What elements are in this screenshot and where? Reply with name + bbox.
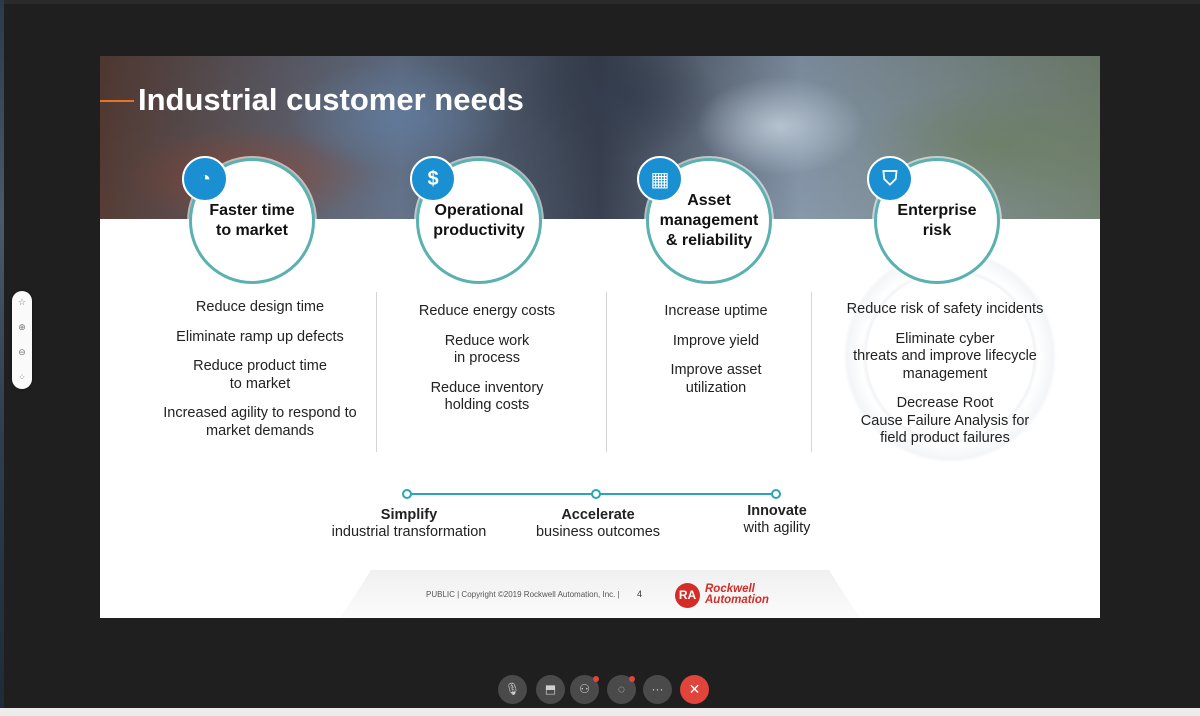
mute-icon[interactable]: 🎙 xyxy=(498,675,527,704)
end-call-icon[interactable]: ✕ xyxy=(680,675,709,704)
notification-dot xyxy=(593,676,599,682)
rockwell-logo-icon: RA xyxy=(675,583,700,608)
window-bottom-bar xyxy=(0,708,1200,716)
need-label: Asset management & reliability xyxy=(659,192,759,249)
needs-column-3: Increase uptime Improve yield Improve as… xyxy=(626,303,806,409)
list-item: Decrease Root Cause Failure Analysis for… xyxy=(860,395,1030,446)
share-screen-icon[interactable]: ⬒ xyxy=(536,675,565,704)
column-divider xyxy=(606,292,607,452)
need-label: Faster time to market xyxy=(209,202,295,239)
desktop-edge xyxy=(0,0,4,716)
timeline-dot xyxy=(591,489,601,499)
timeline-subtext: industrial transformation xyxy=(331,524,487,540)
footer-copyright: PUBLIC | Copyright ©2019 Rockwell Automa… xyxy=(426,590,620,599)
page-number: 4 xyxy=(637,589,643,599)
timeline-bold: Simplify xyxy=(380,507,438,523)
shield-icon: ⛉ xyxy=(867,156,913,202)
timeline-dot xyxy=(402,489,412,499)
machine-icon: ▦ xyxy=(637,156,683,202)
notification-dot xyxy=(629,676,635,682)
list-item: Improve asset utilization xyxy=(670,362,762,396)
timeline-bold: Innovate xyxy=(747,503,807,519)
list-item: Reduce work in process xyxy=(444,332,530,367)
need-label: Enterprise risk xyxy=(897,202,977,239)
list-item: Reduce product time to market xyxy=(193,358,327,392)
dollar-icon: $ xyxy=(410,156,456,202)
needs-column-4: Reduce risk of safety incidents Eliminat… xyxy=(830,301,1060,460)
need-circle-faster-time: Faster time to market xyxy=(189,158,315,284)
title-accent-line xyxy=(100,100,134,102)
presentation-slide: Industrial customer needs Faster time to… xyxy=(100,56,1100,618)
speed-gauge-icon: ◔ xyxy=(182,156,228,202)
footer-band xyxy=(340,570,860,618)
list-item: Reduce risk of safety incidents xyxy=(846,301,1044,317)
list-item: Eliminate cyber threats and improve life… xyxy=(853,330,1037,382)
list-item: Reduce energy costs xyxy=(418,303,556,319)
column-divider xyxy=(811,292,812,452)
timeline-dot xyxy=(771,489,781,499)
zoom-in-icon[interactable]: ⊕ xyxy=(18,322,26,332)
need-label: Operational productivity xyxy=(433,202,525,239)
list-item: Eliminate ramp up defects xyxy=(176,328,344,345)
fit-screen-icon[interactable]: ⁘ xyxy=(18,372,26,382)
timeline-label-accelerate: Accelerate business outcomes xyxy=(523,507,673,541)
needs-column-1: Reduce design time Eliminate ramp up def… xyxy=(140,299,380,452)
zoom-toolbar: ☆ ⊕ ⊖ ⁘ xyxy=(12,291,32,389)
timeline-label-innovate: Innovate with agility xyxy=(727,503,827,537)
timeline-subtext: with agility xyxy=(743,520,811,536)
list-item: Increase uptime xyxy=(664,303,768,319)
need-circle-asset: Asset management & reliability xyxy=(646,158,772,284)
needs-column-2: Reduce energy costs Reduce work in proce… xyxy=(387,303,587,427)
timeline-bold: Accelerate xyxy=(561,507,635,523)
slide-title: Industrial customer needs xyxy=(138,82,524,117)
column-divider xyxy=(376,292,377,452)
pointer-icon[interactable]: ☆ xyxy=(17,297,27,307)
zoom-out-icon[interactable]: ⊖ xyxy=(18,347,26,357)
window-top-bar xyxy=(0,0,1200,4)
company-name: Rockwell Automation xyxy=(705,583,769,606)
timeline-subtext: business outcomes xyxy=(535,524,661,540)
list-item: Reduce inventory holding costs xyxy=(430,379,544,414)
timeline-label-simplify: Simplify industrial transformation xyxy=(329,507,489,541)
list-item: Improve yield xyxy=(672,332,760,349)
list-item: Reduce design time xyxy=(195,299,325,315)
list-item: Increased agility to respond to market d… xyxy=(163,405,357,439)
more-icon[interactable]: ··· xyxy=(643,675,672,704)
